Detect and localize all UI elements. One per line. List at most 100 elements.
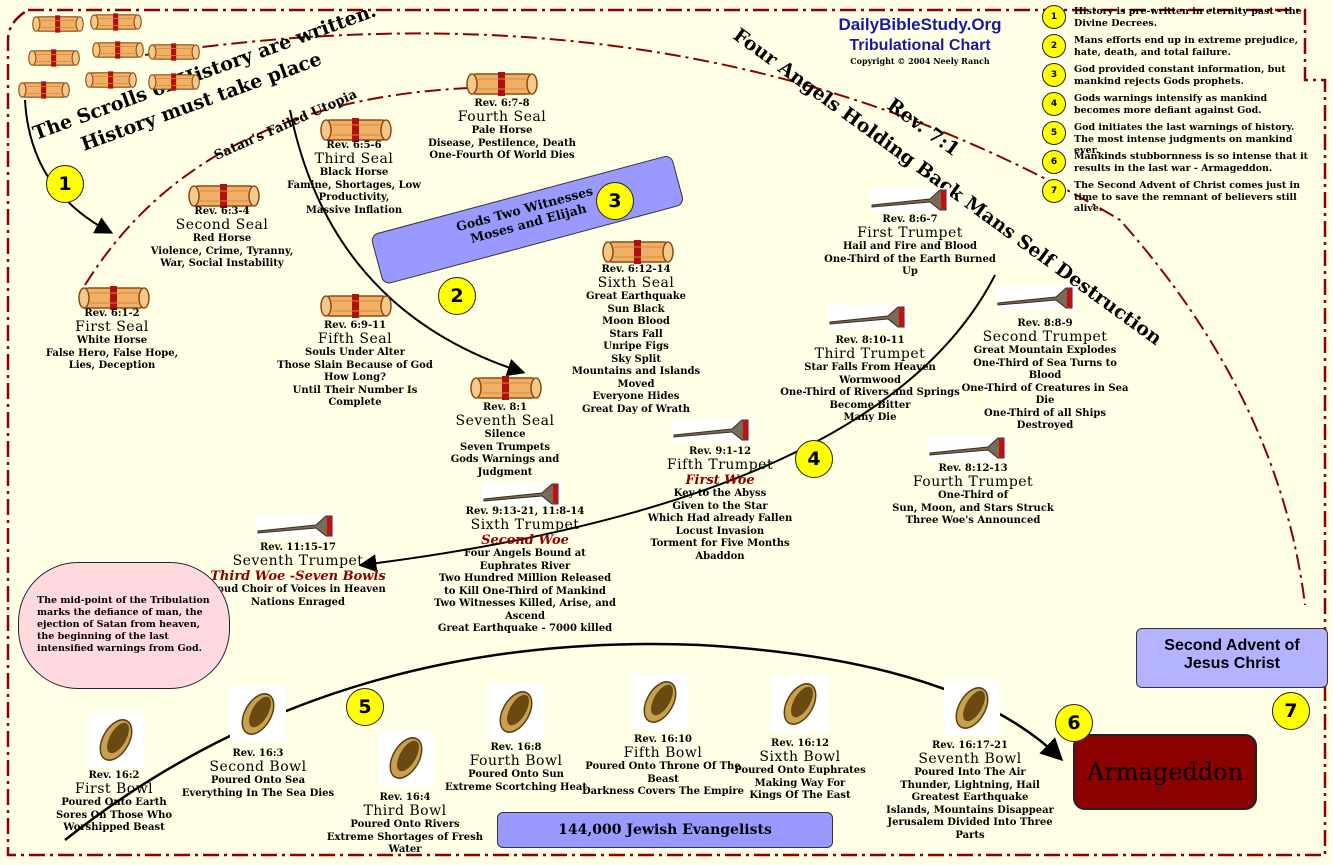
seal-title: Fifth Seal	[317, 331, 393, 347]
description-line: Sores On Those Who	[55, 809, 173, 821]
evangelists-box: 144,000 Jewish Evangelists	[497, 812, 833, 848]
description-line: Darkness Covers The Empire	[581, 786, 745, 797]
description-line: Stars Fall	[609, 328, 663, 340]
bowl-ref: Rev. 16:3	[232, 748, 284, 759]
seal-scroll-icon	[466, 72, 538, 96]
description-line: Those Slain Because of God	[277, 359, 433, 371]
description-line: Everyone Hides	[592, 391, 680, 402]
description-line: Great Day of Wrath	[581, 403, 691, 415]
description-line: False Hero, False Hope,	[45, 347, 179, 359]
legend-text: God provided constant information, but m…	[1074, 64, 1286, 87]
seal-scroll-icon	[320, 118, 392, 142]
description-line: One-Third of	[937, 490, 1009, 501]
trumpet-ref: Rev. 8:6-7	[882, 214, 938, 225]
advent-line1: Second Advent of	[1164, 637, 1300, 654]
seal-title: Second Seal	[175, 217, 269, 233]
trumpet-woe: Third Woe -Seven Bowls	[210, 569, 386, 584]
description-line: Poured Onto Earth	[61, 797, 167, 808]
legend-number: 5	[1042, 121, 1066, 145]
copyright: Copyright © 2004 Neely Ranch	[850, 56, 990, 66]
description-line: Two Witnesses Killed, Arise, and Ascend	[434, 598, 616, 622]
description-line: Poured Onto Euphrates	[734, 765, 866, 776]
pile-scroll-icon	[148, 43, 200, 61]
description-line: Thunder, Lightning, Hail	[900, 779, 1040, 791]
description-line: Three Woe's Announced	[905, 515, 1041, 526]
seal-scroll-icon	[188, 184, 260, 208]
seal-ref: Rev. 6:3-4	[194, 206, 250, 217]
bowl-icon	[632, 674, 688, 730]
description-line: Torment for Five Months	[650, 538, 790, 549]
description-line: Great Earthquake	[585, 291, 687, 302]
trumpet-ref: Rev. 8:12-13	[938, 463, 1008, 474]
bowl-title: Second Bowl	[209, 759, 307, 775]
trumpet-ref: Rev. 8:10-11	[835, 335, 905, 346]
description-line: White Horse	[76, 335, 148, 346]
seal-scroll-icon	[320, 294, 392, 318]
trumpet-icon	[256, 514, 336, 538]
description-line: Unripe Figs	[603, 341, 669, 352]
legend-number: 7	[1042, 179, 1066, 203]
description-line: Disease, Pestilence, Death	[428, 137, 576, 149]
legend-number: 1	[1042, 5, 1066, 29]
arrow-4	[358, 274, 996, 573]
marker-7: 7	[1272, 692, 1310, 730]
trumpet-woe: Second Woe	[481, 533, 569, 548]
legend-number: 3	[1042, 63, 1066, 87]
trumpet-title: Second Trumpet	[982, 329, 1108, 345]
description-line: Great Earthquake - 7000 killed	[437, 623, 613, 634]
description-line: How Long?	[323, 372, 387, 383]
description-line: Kings Of The East	[749, 790, 851, 801]
seal-title: First Seal	[75, 319, 149, 335]
bowl-icon	[944, 680, 1000, 736]
bowl-title: Fourth Bowl	[469, 753, 563, 769]
seal-title: Fourth Seal	[457, 109, 547, 125]
description-line: One-Third of Rivers and Springs	[780, 387, 960, 398]
trumpet-woe: First Woe	[685, 473, 755, 488]
description-line: Key to the Abyss	[673, 488, 767, 499]
description-line: Massive Inflation	[305, 204, 403, 216]
midpoint-text: The mid-point of the Tribulation marks t…	[37, 595, 210, 654]
outer-border	[6, 8, 1327, 857]
description-line: Star Falls From Heaven	[804, 362, 936, 373]
marker-1: 1	[46, 165, 84, 203]
marker-3: 3	[596, 182, 634, 220]
description-line: One-Fourth Of World Dies	[429, 150, 575, 161]
pile-scroll-icon	[32, 15, 84, 33]
description-line: Extreme Scortching Heat	[445, 781, 587, 793]
chart-title: Tribulational Chart	[849, 37, 991, 54]
bowl-title: First Bowl	[74, 781, 154, 797]
description-line: Poured Onto Sea	[210, 775, 306, 786]
description-line: Pale Horse	[471, 125, 533, 136]
trumpet-ref: Rev. 9:13-21, 11:8-14	[465, 506, 585, 517]
description-line: Sky Split	[611, 353, 661, 365]
description-line: Abaddon	[695, 550, 745, 562]
bowl-ref: Rev. 16:8	[490, 742, 542, 753]
seal-scroll-icon	[78, 286, 150, 310]
description-line: Worshipped Beast	[63, 822, 165, 833]
seal-ref: Rev. 6:12-14	[601, 264, 671, 275]
description-line: Poured Onto Rivers	[350, 819, 460, 830]
legend-text: History is pre-written in eternity past …	[1074, 6, 1302, 29]
trumpet-title: Fourth Trumpet	[912, 474, 1034, 490]
description-line: Hail and Fire and Blood	[842, 241, 978, 252]
